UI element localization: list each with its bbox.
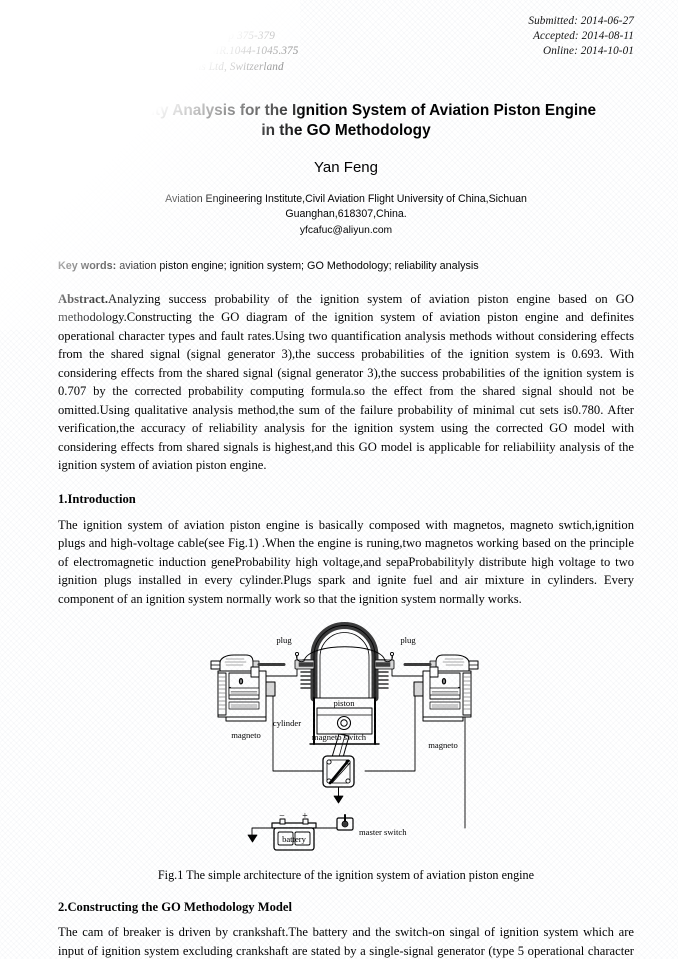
label-plug-right: plug: [400, 635, 416, 645]
label-magneto-left: magneto: [231, 730, 261, 740]
label-piston: piston: [333, 698, 355, 708]
magneto-right-dial-label: 0: [442, 677, 446, 686]
abstract-paragraph: Abstract.Analyzing success probability o…: [58, 290, 634, 475]
author-affiliation: Aviation Engineering Institute,Civil Avi…: [165, 192, 527, 221]
author-email: yfcafuc@aliyun.com: [299, 224, 393, 236]
author-name: Yan Feng: [314, 158, 378, 176]
keywords-line: Key words: aviation piston engine; ignit…: [58, 260, 634, 272]
label-cylinder: cylinder: [273, 718, 301, 728]
ignition-system-diagram: 0: [210, 622, 479, 851]
label-battery: battery: [282, 834, 307, 844]
abstract-text: Analyzing success probability of the ign…: [58, 291, 634, 473]
section-body-go-model: The cam of breaker is driven by cranksha…: [58, 925, 634, 958]
battery-symbol: [271, 818, 317, 851]
figure-caption: Fig.1 The simple architecture of the ign…: [157, 868, 535, 883]
abstract-label: Abstract.: [58, 291, 109, 306]
keywords-value: aviation piston engine; ignition system;…: [116, 259, 479, 272]
label-battery-positive: +: [302, 811, 308, 822]
label-master-switch: master switch: [359, 827, 407, 837]
label-plug-left: plug: [276, 635, 292, 645]
submission-dates: Submitted: 2014-06-27 Accepted: 2014-08-…: [528, 15, 634, 58]
label-battery-negative: −: [279, 811, 285, 822]
section-body-introduction: The ignition system of aviation piston e…: [58, 517, 634, 606]
magneto-switch-symbol: [322, 755, 355, 804]
master-switch-symbol: [336, 814, 354, 831]
page-title: Reliability Analysis for the Ignition Sy…: [95, 101, 597, 140]
journal-info: Advanced Materials Research ISSN: 1662-8…: [58, 15, 299, 73]
section-heading-go-model: 2.Constructing the GO Methodology Model: [58, 900, 293, 915]
section-heading-introduction: 1.Introduction: [58, 491, 136, 506]
label-magneto-switch: magneto switch: [312, 732, 367, 742]
figure-1: 0: [58, 616, 634, 883]
publication-header: Advanced Materials Research ISSN: 1662-8…: [58, 14, 634, 75]
label-magneto-right: magneto: [428, 740, 458, 750]
keywords-label: Key words:: [58, 259, 117, 272]
magneto-left-dial-label: 0: [239, 677, 243, 686]
